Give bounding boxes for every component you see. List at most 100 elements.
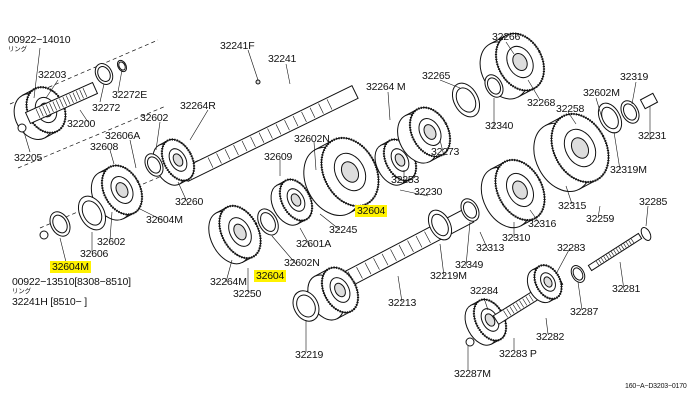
bearing-32231	[639, 92, 659, 110]
shaft-32200-spline-11	[72, 92, 78, 102]
leader-line	[479, 231, 489, 251]
part-label-32205: 32205	[14, 152, 43, 164]
part-label-32316: 32316	[528, 218, 557, 230]
leader-line	[313, 141, 317, 171]
ring-32604M-inner	[52, 214, 68, 234]
alignment-guide	[17, 105, 167, 169]
leader-line	[387, 91, 391, 121]
part-label-32266: 32266	[492, 31, 521, 43]
shaft-32200-spline-10	[69, 93, 74, 104]
gear-32245	[270, 178, 314, 226]
countershaft-32213-spline-38	[390, 249, 397, 261]
gear-32604M	[90, 164, 144, 221]
part-label-32230: 32230	[414, 186, 443, 198]
main-shaft-32241-spline-27	[309, 107, 316, 118]
leader-line	[555, 247, 571, 275]
gear-32310	[480, 158, 546, 229]
leader-line	[137, 207, 163, 221]
gear-32250	[208, 204, 262, 265]
reverse-shaft-32282-spline-45	[503, 310, 508, 318]
sync-ring-32602-inner	[146, 156, 162, 174]
countershaft-32213-spline-42	[424, 231, 431, 244]
ring-32287-inner	[572, 267, 584, 281]
part-label-32253: 32253	[391, 174, 420, 186]
reverse-shaft-32282-spline-49	[516, 302, 521, 310]
main-shaft-32241-spline-20	[250, 136, 256, 147]
leader-line	[439, 79, 461, 89]
part-label-32602N-lower: 32602N	[284, 257, 320, 269]
part-label-32245: 32245	[329, 224, 358, 236]
leader-line	[465, 221, 471, 267]
part-label-32349: 32349	[455, 259, 484, 271]
leader-line	[117, 69, 123, 93]
reverse-idler-shaft-32281-spline-61	[598, 259, 602, 264]
leader-line	[177, 181, 189, 205]
part-label-32268: 32268	[527, 97, 556, 109]
reverse-shaft-32282-spline-52	[525, 296, 531, 304]
main-shaft-32241-spline-16	[216, 153, 222, 164]
leader-line	[23, 131, 31, 153]
countershaft-32213-spline-35	[364, 262, 372, 275]
part-label-32213: 32213	[388, 297, 417, 309]
leader-line	[529, 209, 541, 225]
reverse-idler-shaft-32281-spline-62	[600, 257, 605, 263]
reverse-idler-shaft-32281-spline-66	[610, 251, 615, 256]
part-label-32606: 32606	[80, 248, 109, 260]
part-label-32319M: 32319M	[610, 164, 647, 176]
part-label-32604M: 32604M	[146, 214, 183, 226]
part-label-32219: 32219	[295, 349, 324, 361]
bearing-32219M-inner	[431, 213, 449, 237]
shaft-32200-spline-7	[59, 98, 64, 108]
part-label-32284: 32284	[470, 285, 499, 297]
reverse-idler-shaft-32281-spline-68	[615, 248, 620, 253]
main-shaft-32241-spline-24	[284, 120, 290, 131]
leader-line	[619, 261, 625, 291]
reverse-shaft-32282-spline-53	[528, 294, 534, 302]
reverse-shaft-32282-spline-50	[519, 300, 524, 308]
part-label-32283P: 32283 P	[499, 348, 537, 360]
part-label-32287M: 32287M	[454, 368, 491, 380]
reverse-shaft-32282-spline-51	[522, 298, 528, 306]
leader-line	[565, 185, 573, 205]
leader-line	[189, 109, 209, 141]
part-label-32602M: 32602M	[583, 87, 620, 99]
part-label-32313: 32313	[476, 242, 505, 254]
part-label-32200: 32200	[67, 118, 96, 130]
reverse-idler-shaft-32281-spline-73	[628, 240, 632, 245]
gear-32283	[526, 264, 563, 304]
leader-line	[631, 81, 637, 105]
leader-line	[645, 205, 649, 227]
part-label-32241H: 32241H [8510− ]	[12, 296, 87, 308]
reverse-idler-shaft-32281-spline-63	[603, 256, 607, 261]
leader-line	[439, 139, 445, 157]
shaft-32200-spline-2	[42, 105, 47, 116]
part-label-32241: 32241	[268, 53, 297, 65]
reverse-idler-shaft-32281-spline-72	[625, 241, 630, 247]
reverse-idler-shaft-32281-spline-70	[620, 245, 625, 250]
reverse-idler-shaft-32281-spline-64	[605, 254, 610, 259]
part-label-32602N-upper: 32602N	[294, 133, 330, 145]
leader-line	[79, 109, 89, 123]
main-shaft-32241-spline-26	[301, 111, 307, 123]
part-label-32315: 32315	[558, 200, 587, 212]
countershaft-32213-spline-37	[381, 253, 389, 266]
part-label-32604-highlighted-upper: 32604	[355, 205, 388, 217]
part-label-32283: 32283	[557, 242, 586, 254]
ring-32606-inner	[81, 200, 103, 226]
part-label-32264R: 32264R	[180, 100, 216, 112]
part-label-ring-jp: リング	[8, 46, 27, 53]
part-label-32231: 32231	[638, 130, 667, 142]
leader-line	[109, 211, 113, 241]
leader-line	[225, 259, 233, 283]
main-shaft-32241-spline-22	[267, 128, 273, 139]
shaft-32200-spline-4	[49, 102, 54, 113]
bearing-32265-inner	[455, 87, 477, 113]
part-label-32340: 32340	[485, 120, 514, 132]
leader-line	[577, 281, 583, 311]
shaft-32200-spline-1	[39, 107, 44, 117]
part-label-32203: 32203	[38, 69, 67, 81]
shaft-32200-spline-5	[52, 101, 58, 111]
main-shaft-32241-spline-18	[233, 144, 239, 156]
